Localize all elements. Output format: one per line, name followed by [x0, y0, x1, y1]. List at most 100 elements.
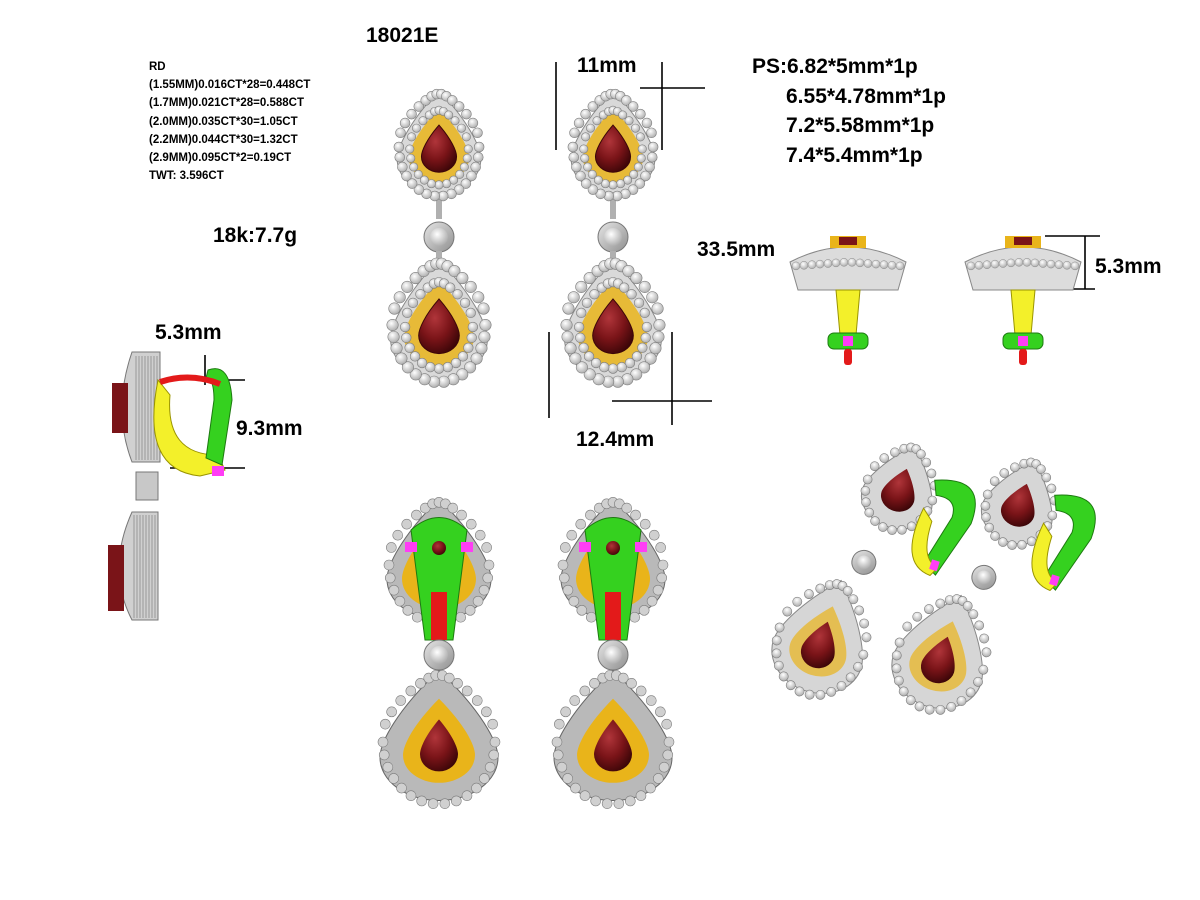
diamond-stone — [785, 680, 796, 691]
diamond-stone — [979, 633, 990, 644]
diamond-stone — [467, 117, 479, 129]
diamond-stone — [847, 258, 857, 267]
diamond-stone — [864, 507, 875, 518]
dimension-clip-depth: 5.3mm — [155, 321, 222, 344]
diamond-stone — [646, 127, 657, 139]
link-bar — [436, 195, 442, 219]
diamond-stone — [655, 542, 666, 553]
diamond-stone — [647, 151, 658, 163]
diamond-stone — [966, 261, 976, 271]
diamond-stone — [855, 258, 865, 268]
clip-lever — [410, 517, 468, 641]
diamond-stone — [774, 622, 785, 633]
diamond-stone — [658, 761, 670, 773]
diamond-stone — [652, 330, 665, 343]
diamond-stone — [450, 116, 460, 126]
diamond-stone — [791, 261, 801, 271]
diamond-stone — [645, 695, 657, 706]
diamond-stone — [463, 342, 474, 353]
pear-stone-row: PS:6.82*5mm*1p — [752, 55, 918, 78]
diamond-stone — [998, 259, 1008, 268]
dimension-clip-height: 9.3mm — [236, 417, 303, 440]
diamond-stone — [586, 611, 597, 623]
diamond-stone — [409, 162, 419, 172]
clip-lever — [584, 517, 642, 641]
diamond-stone — [644, 161, 655, 173]
diamond-stone — [415, 289, 426, 300]
diamond-stone — [590, 795, 601, 807]
diamond-stone — [477, 302, 490, 315]
diamond-stone — [409, 272, 422, 285]
diamond-stone — [635, 108, 646, 120]
diamond-stone — [656, 572, 668, 584]
diamond-stone — [887, 261, 897, 270]
diamond-stone — [392, 529, 404, 541]
diamond-stone — [473, 151, 484, 163]
diamond-stone — [980, 501, 991, 511]
diamond-stone — [412, 611, 423, 623]
clip-hinge — [929, 559, 940, 572]
diamond-stone — [634, 178, 646, 189]
diamond-stone — [488, 749, 500, 761]
diamond-stone — [831, 258, 841, 268]
diamond-stone — [419, 175, 429, 185]
stone-spec-row: (1.7MM)0.021CT*28=0.588CT — [149, 97, 305, 110]
diamond-stone — [914, 701, 925, 712]
diamond-stone — [792, 596, 803, 607]
ruby-stone — [839, 237, 857, 245]
diamond-stone — [638, 605, 650, 616]
diamond-stone — [861, 497, 871, 508]
diamond-stone — [1017, 540, 1027, 550]
diamond-stone — [968, 609, 979, 620]
diamond-stone — [627, 101, 639, 112]
ruby-stone — [1001, 483, 1035, 527]
diamond-stone — [387, 330, 400, 343]
diamond-stone — [401, 518, 413, 530]
diamond-stone — [848, 594, 859, 605]
diamond-stone — [587, 101, 599, 112]
diamond-stone — [478, 330, 491, 343]
link-bar — [610, 195, 616, 219]
diamond-stone — [557, 559, 569, 571]
dimension-drop-width: 12.4mm — [576, 428, 655, 451]
pear-stone-row: 7.4*5.4mm*1p — [786, 143, 923, 167]
diamond-stone — [562, 302, 575, 315]
diamond-stone — [637, 144, 647, 154]
diamond-stone — [771, 635, 782, 646]
diamond-stone — [599, 362, 610, 373]
diamond-stone — [871, 259, 881, 269]
diamond-stone — [579, 144, 589, 154]
diamond-stone — [583, 351, 595, 362]
diamond-stone — [633, 162, 643, 172]
clip-arm — [153, 378, 226, 477]
diamond-stone — [862, 474, 873, 485]
diamond-stone — [621, 95, 632, 106]
diamond-stone — [560, 706, 571, 718]
diamond-stone — [982, 489, 993, 500]
diamond-stone — [378, 749, 390, 761]
diamond-stone — [383, 559, 395, 571]
diamond-stone — [459, 297, 471, 309]
diamond-stone — [460, 178, 472, 189]
diamond-stone — [466, 170, 477, 182]
diamond-stone — [553, 718, 565, 730]
diamond-stone — [858, 649, 869, 660]
diamond-stone — [472, 291, 485, 304]
diamond-stone — [794, 686, 805, 697]
diamond-stone — [631, 123, 640, 133]
diamond-stone — [456, 509, 467, 521]
diamond-stone — [461, 790, 473, 801]
clip-spring — [605, 592, 621, 640]
diamond-stone — [587, 169, 597, 179]
diamond-stone — [404, 342, 415, 353]
diamond-stone — [395, 352, 408, 365]
stone-spec-row: (2.2MM)0.044CT*30=1.32CT — [149, 133, 298, 146]
diamond-stone — [399, 321, 411, 333]
diamond-stone — [902, 621, 913, 632]
pear-stone-row: 6.55*4.78mm*1p — [786, 84, 946, 108]
diamond-stone — [653, 318, 666, 332]
diamond-stone — [402, 605, 414, 616]
diamond-stone — [989, 476, 1000, 486]
diamond-stone — [444, 110, 454, 120]
diamond-stone — [815, 583, 826, 594]
